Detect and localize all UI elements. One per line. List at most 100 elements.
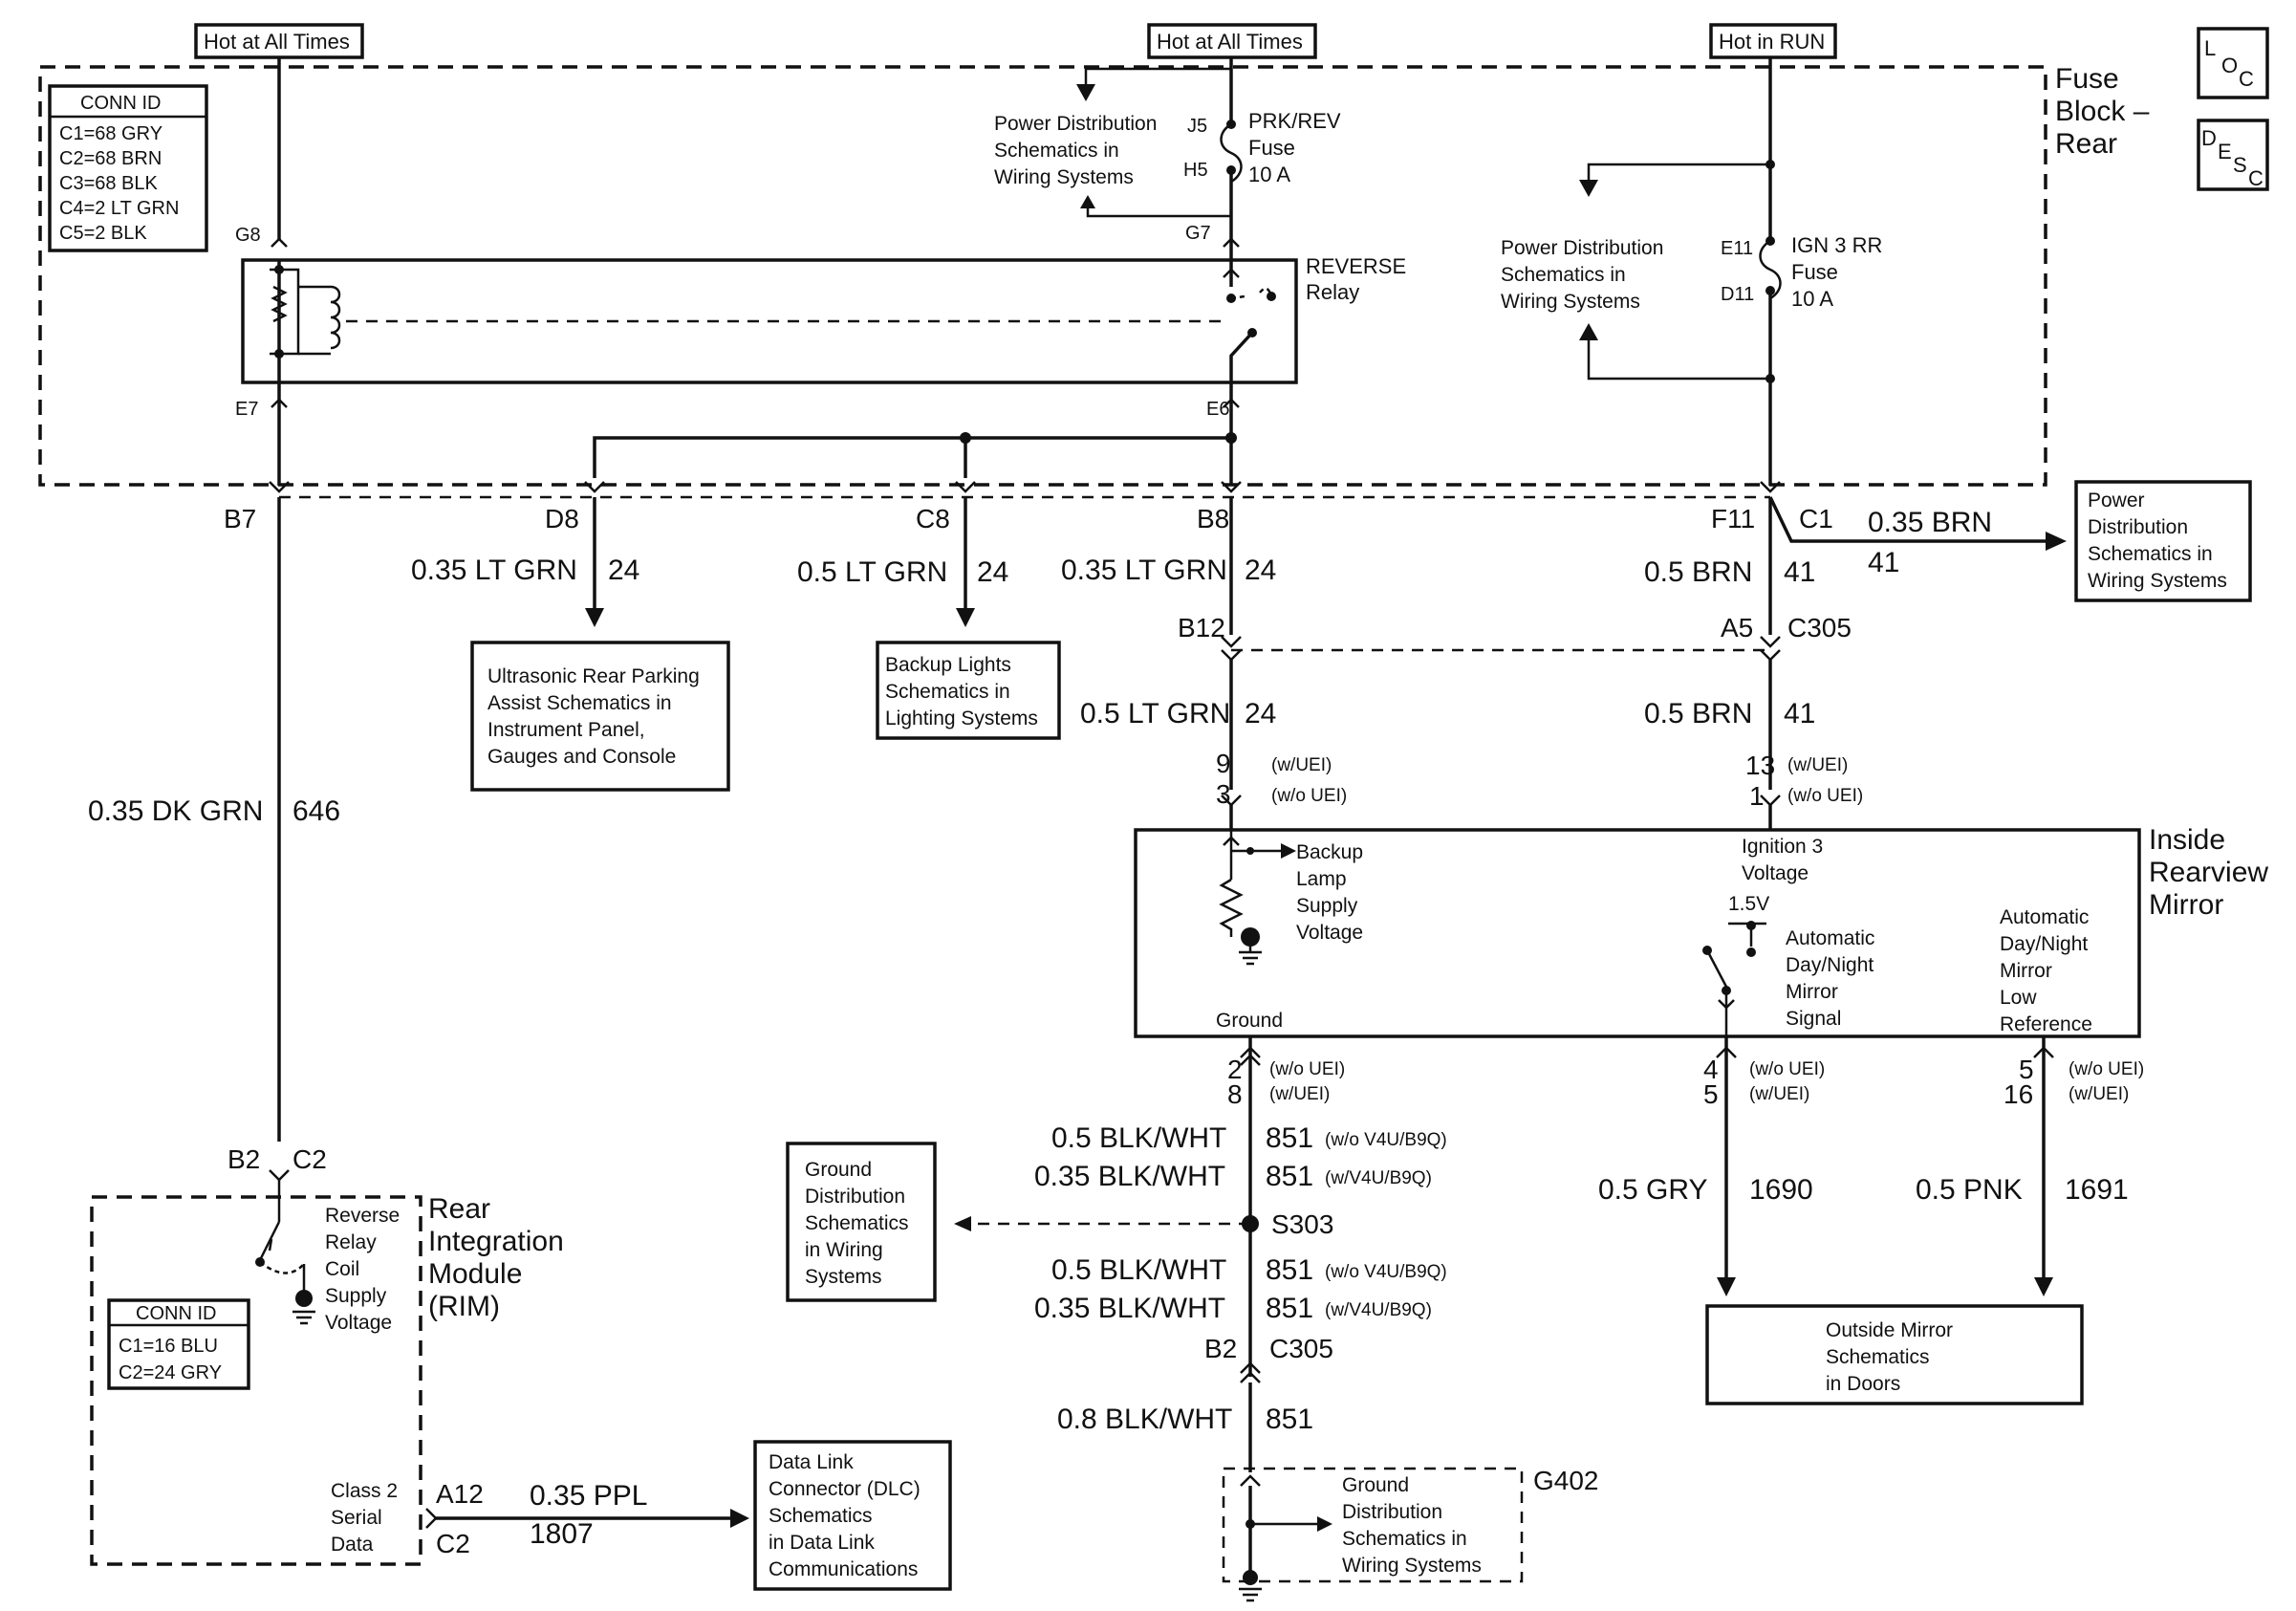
wire-ppl: 0.35 PPL	[530, 1480, 647, 1512]
wire-gnd5: 0.8 BLK/WHT	[1057, 1404, 1232, 1435]
svg-text:S: S	[2233, 153, 2247, 177]
wire-d8-label: 0.35 LT GRN	[411, 555, 577, 586]
pin-c2-dlc: C2	[436, 1529, 470, 1558]
inside-rearview-mirror-box	[1134, 828, 2141, 1038]
pin-b12: B12	[1178, 613, 1225, 642]
pin-e7: E7	[235, 399, 258, 420]
svg-text:Assist Schematics in: Assist Schematics in	[487, 692, 672, 714]
svg-text:851: 851	[1266, 1122, 1313, 1154]
wire-a5-label: 0.5 BRN	[1644, 698, 1752, 729]
hot-label-2: Hot at All Times	[1157, 30, 1303, 54]
outside-mirror-ref-box[interactable]: Outside Mirror Schematics in Doors	[1705, 1304, 2084, 1405]
svg-text:(w/o V4U/B9Q): (w/o V4U/B9Q)	[1325, 1130, 1447, 1150]
svg-text:1691: 1691	[2065, 1174, 2129, 1206]
conn-c305-lower: C305	[1269, 1334, 1333, 1363]
svg-text:C5=2 BLK: C5=2 BLK	[59, 223, 147, 244]
svg-text:Systems: Systems	[805, 1266, 882, 1288]
wire-b8-label: 0.35 LT GRN	[1061, 555, 1227, 586]
svg-text:CONN ID: CONN ID	[136, 1303, 216, 1324]
svg-text:Communications: Communications	[769, 1558, 918, 1580]
pin-a12: A12	[436, 1479, 484, 1509]
svg-text:Wiring Systems: Wiring Systems	[2088, 570, 2227, 592]
ultrasonic-ref-box[interactable]: Ultrasonic Rear Parking Assist Schematic…	[470, 641, 730, 792]
pin-b8: B8	[1197, 504, 1229, 533]
conn-c305: C305	[1787, 613, 1852, 642]
svg-text:41: 41	[1784, 556, 1815, 588]
svg-text:Voltage: Voltage	[1296, 922, 1363, 944]
wire-gry: 0.5 GRY	[1598, 1174, 1708, 1206]
ground-dist-ref-box[interactable]: Ground Distribution Schematics in Wiring…	[786, 1142, 937, 1302]
svg-text:Outside Mirror: Outside Mirror	[1826, 1319, 1953, 1341]
svg-text:1690: 1690	[1749, 1174, 1813, 1206]
pin-h5: H5	[1183, 160, 1208, 181]
svg-text:(w/V4U/B9Q): (w/V4U/B9Q)	[1325, 1300, 1432, 1320]
low-reference-label: Automatic	[2000, 906, 2089, 928]
svg-text:L: L	[2204, 36, 2216, 60]
svg-text:(w/UEI): (w/UEI)	[1749, 1084, 1809, 1104]
svg-text:(w/UEI): (w/UEI)	[1271, 755, 1332, 775]
pin-b2-lower: B2	[1204, 1334, 1237, 1363]
wire-gnd3: 0.5 BLK/WHT	[1051, 1254, 1226, 1286]
g402-ref-text[interactable]: Ground	[1342, 1474, 1409, 1496]
svg-text:Schematics in: Schematics in	[2088, 543, 2213, 565]
g402-outline	[1222, 1467, 1524, 1583]
svg-text:Reference: Reference	[2000, 1013, 2092, 1035]
svg-text:1807: 1807	[530, 1518, 594, 1550]
dlc-ref-box[interactable]: Data Link Connector (DLC) Schematics in …	[753, 1440, 952, 1591]
svg-text:Serial: Serial	[331, 1507, 382, 1529]
svg-text:Integration: Integration	[428, 1226, 564, 1257]
svg-text:41: 41	[1784, 698, 1815, 729]
fuse-prk-rev: PRK/REV	[1248, 109, 1341, 133]
svg-text:Ultrasonic Rear Parking: Ultrasonic Rear Parking	[487, 665, 700, 687]
svg-text:C: C	[2248, 166, 2264, 190]
svg-text:24: 24	[1245, 698, 1276, 729]
pd-ref-2: Power Distribution	[1501, 237, 1663, 259]
backup-lights-ref-box[interactable]: Backup Lights Schematics in Lighting Sys…	[876, 641, 1061, 740]
svg-text:851: 851	[1266, 1161, 1313, 1192]
pin-b2-rim: B2	[227, 1144, 260, 1174]
svg-text:(w/o V4U/B9Q): (w/o V4U/B9Q)	[1325, 1262, 1447, 1282]
svg-text:Mirror: Mirror	[2149, 889, 2223, 921]
wire-c1-label: 0.35 BRN	[1868, 507, 1992, 538]
class2-label: Class 2	[331, 1480, 398, 1502]
desc-icon[interactable]: D E S C	[2197, 119, 2269, 191]
pin-e11: E11	[1721, 238, 1753, 259]
svg-text:41: 41	[1868, 547, 1899, 578]
svg-text:3: 3	[1216, 779, 1231, 809]
svg-text:C3=68 BLK: C3=68 BLK	[59, 173, 159, 194]
svg-text:16: 16	[2004, 1079, 2033, 1109]
svg-text:Distribution: Distribution	[2088, 516, 2188, 538]
hot-label-3: Hot in RUN	[1719, 30, 1825, 54]
fuse-block-title-2: Block –	[2055, 96, 2150, 127]
svg-text:Relay: Relay	[325, 1231, 377, 1253]
hot-label-1: Hot at All Times	[204, 30, 350, 54]
svg-text:851: 851	[1266, 1404, 1313, 1435]
wire-b7-label: 0.35 DK GRN	[88, 795, 263, 827]
svg-text:Schematics in: Schematics in	[1342, 1528, 1467, 1550]
ground-g402: G402	[1533, 1466, 1599, 1495]
svg-text:Low: Low	[2000, 987, 2037, 1009]
svg-text:13: 13	[1745, 751, 1775, 780]
svg-text:C2=24 GRY: C2=24 GRY	[119, 1362, 222, 1383]
pin-c1: C1	[1799, 504, 1833, 533]
svg-text:(w/o UEI): (w/o UEI)	[1749, 1059, 1825, 1079]
power-distribution-ref-box[interactable]: Power Distribution Schematics in Wiring …	[2074, 480, 2252, 602]
svg-text:E: E	[2218, 140, 2232, 163]
svg-text:C4=2 LT GRN: C4=2 LT GRN	[59, 198, 179, 219]
svg-text:Schematics in: Schematics in	[994, 140, 1119, 162]
wire-gnd4: 0.35 BLK/WHT	[1034, 1293, 1225, 1324]
svg-text:Supply: Supply	[1296, 895, 1358, 917]
svg-text:Power: Power	[2088, 490, 2145, 512]
svg-text:Gauges and Console: Gauges and Console	[487, 746, 676, 768]
svg-text:C1=68 GRY: C1=68 GRY	[59, 123, 162, 144]
svg-text:Data: Data	[331, 1534, 374, 1556]
pin-j5: J5	[1187, 116, 1207, 137]
loc-icon[interactable]: L O C	[2197, 27, 2269, 99]
svg-text:CONN ID: CONN ID	[80, 93, 161, 114]
reverse-relay-box	[241, 258, 1298, 384]
svg-text:Module: Module	[428, 1258, 522, 1290]
svg-text:4: 4	[1703, 1055, 1719, 1084]
pin-d8: D8	[545, 504, 579, 533]
svg-text:(w/o UEI): (w/o UEI)	[1787, 786, 1863, 806]
svg-text:Rearview: Rearview	[2149, 857, 2268, 888]
